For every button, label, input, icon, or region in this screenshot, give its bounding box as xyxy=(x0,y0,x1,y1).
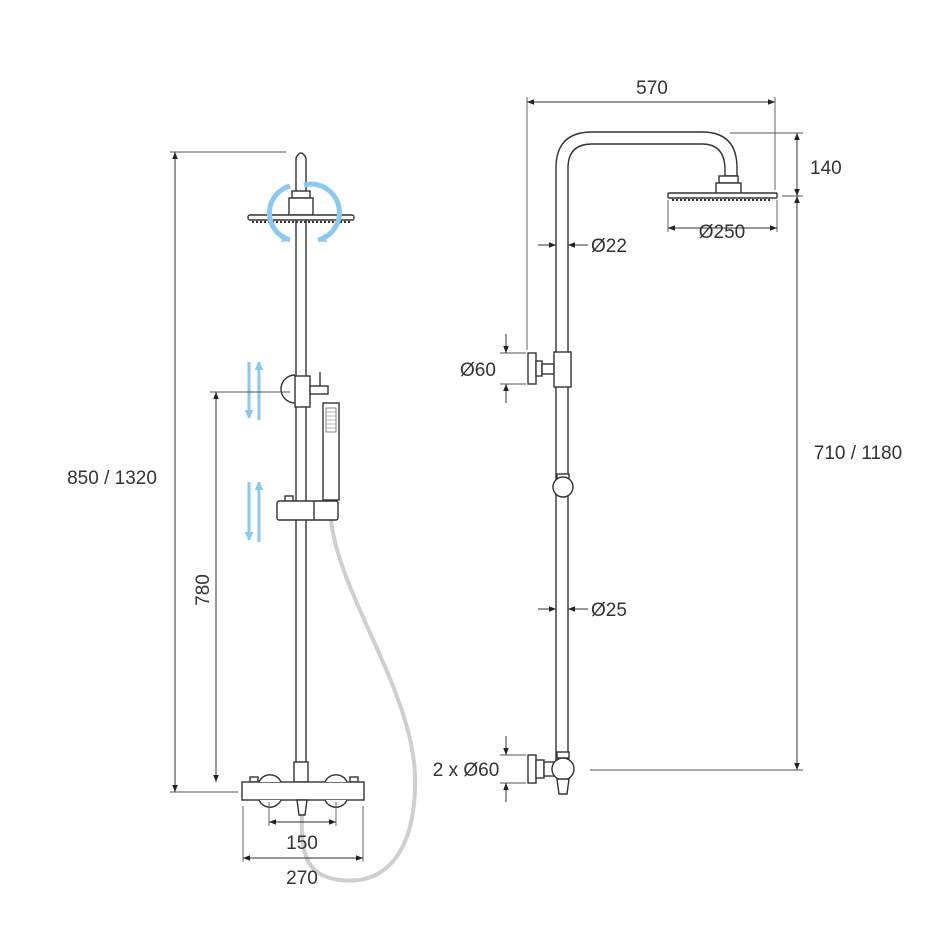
dimension-knob-spacing: 150 xyxy=(268,802,337,854)
rotate-arrows-icon xyxy=(266,181,342,243)
dim-label-lower-connectors: 2 x Ø60 xyxy=(433,760,500,781)
dim-label-mixer-width: 270 xyxy=(286,868,318,889)
dimension-slide-bar: 780 xyxy=(193,391,290,782)
dimension-total-height: 850 / 1320 xyxy=(67,151,286,793)
slide-up-down-icon xyxy=(244,481,264,542)
dim-label-pipe-top: Ø22 xyxy=(591,236,627,257)
dimension-pipe-top: Ø22 xyxy=(538,236,627,257)
dim-label-total-height: 850 / 1320 xyxy=(67,468,157,489)
riser-pipe xyxy=(295,152,307,783)
dim-label-upper-bracket: Ø60 xyxy=(460,360,496,381)
shower-head-side xyxy=(667,175,778,201)
dim-label-pipe-bottom: Ø25 xyxy=(591,600,627,621)
hand-shower-slider xyxy=(276,495,339,521)
dim-label-knob-spacing: 150 xyxy=(286,833,318,854)
dimension-arm-reach: 570 xyxy=(526,78,776,350)
dimension-pipe-bottom: Ø25 xyxy=(538,600,627,621)
slide-up-down-icon xyxy=(244,361,264,420)
right-side-view: 570 140 710 / 1180 Ø250 Ø22 Ø25 xyxy=(433,78,902,802)
dimension-upper-bracket: Ø60 xyxy=(460,334,526,403)
dimension-head-drop: 140 xyxy=(730,132,842,197)
dim-label-slide-bar: 780 xyxy=(193,574,214,606)
dim-label-column-height: 710 / 1180 xyxy=(814,443,902,464)
slider-ball xyxy=(552,473,574,498)
thermostatic-mixer xyxy=(241,761,365,816)
upper-wall-bracket xyxy=(527,351,572,388)
dimension-lower-connectors: 2 x Ø60 xyxy=(433,736,526,802)
upper-slider xyxy=(280,372,329,408)
dim-label-head-drop: 140 xyxy=(810,158,842,179)
dimension-mixer-width: 270 xyxy=(242,806,364,889)
left-front-view: 850 / 1320 780 150 270 xyxy=(67,151,418,889)
shower-head xyxy=(247,190,355,223)
lower-connector xyxy=(527,751,575,795)
hand-shower xyxy=(322,402,340,501)
dimension-column-height: 710 / 1180 xyxy=(590,196,902,771)
dimension-head-diameter: Ø250 xyxy=(667,200,778,243)
dim-label-head-diameter: Ø250 xyxy=(699,222,745,243)
hose xyxy=(299,519,418,883)
dim-label-arm-reach: 570 xyxy=(636,78,668,99)
